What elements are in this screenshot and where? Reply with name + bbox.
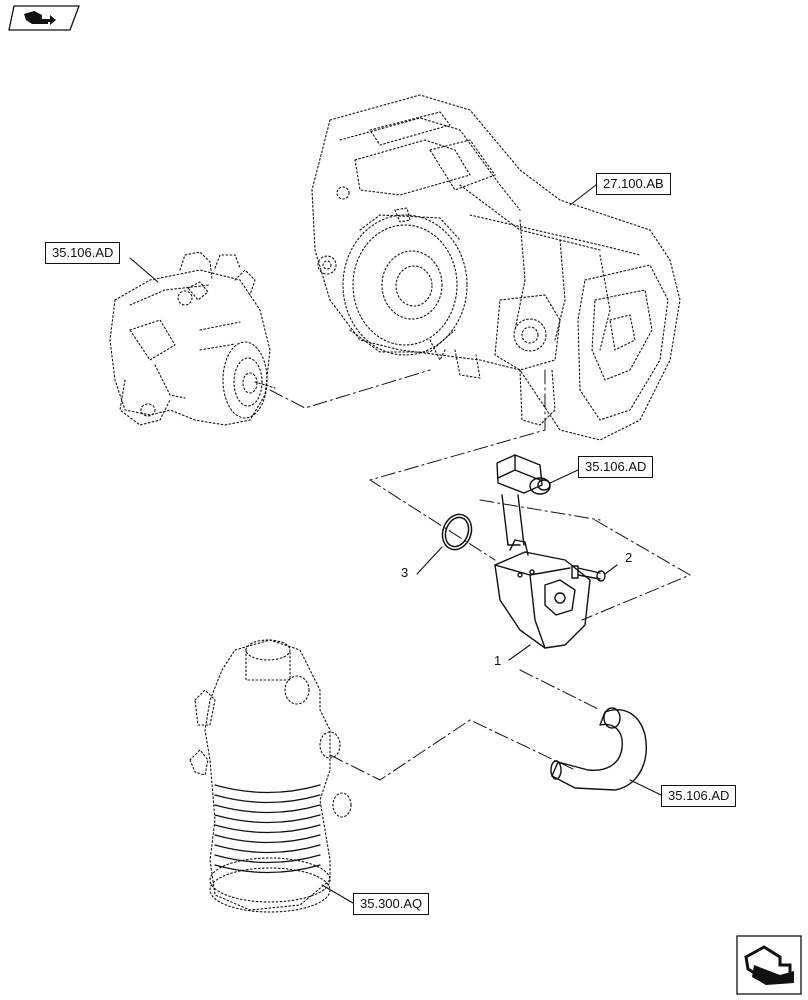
- hydraulic-hose: [550, 707, 647, 791]
- connection-lines: [269, 369, 691, 781]
- reference-box-hose[interactable]: 35.106.AD: [661, 785, 737, 807]
- filter-housing: [189, 639, 352, 913]
- leader-lines: [129, 184, 662, 904]
- o-ring: [441, 513, 473, 551]
- item-number-1: 1: [494, 653, 502, 668]
- hydraulic-pump: [109, 251, 276, 426]
- next-page-icon[interactable]: [736, 935, 802, 1000]
- reference-box-filter[interactable]: 35.300.AQ: [353, 893, 430, 915]
- item-number-3: 3: [401, 565, 409, 580]
- valve-body: [494, 539, 591, 649]
- transmission-housing: [311, 94, 681, 441]
- reference-box-valve[interactable]: 35.106.AD: [578, 456, 654, 478]
- item-number-2: 2: [625, 550, 633, 565]
- back-to-index-icon[interactable]: [8, 5, 80, 36]
- solenoid-valve: [496, 454, 551, 546]
- reference-box-pump[interactable]: 35.106.AD: [45, 242, 121, 264]
- filter-ribs: [214, 784, 321, 874]
- bolt: [571, 565, 606, 582]
- reference-box-transmission[interactable]: 27.100.AB: [596, 173, 671, 195]
